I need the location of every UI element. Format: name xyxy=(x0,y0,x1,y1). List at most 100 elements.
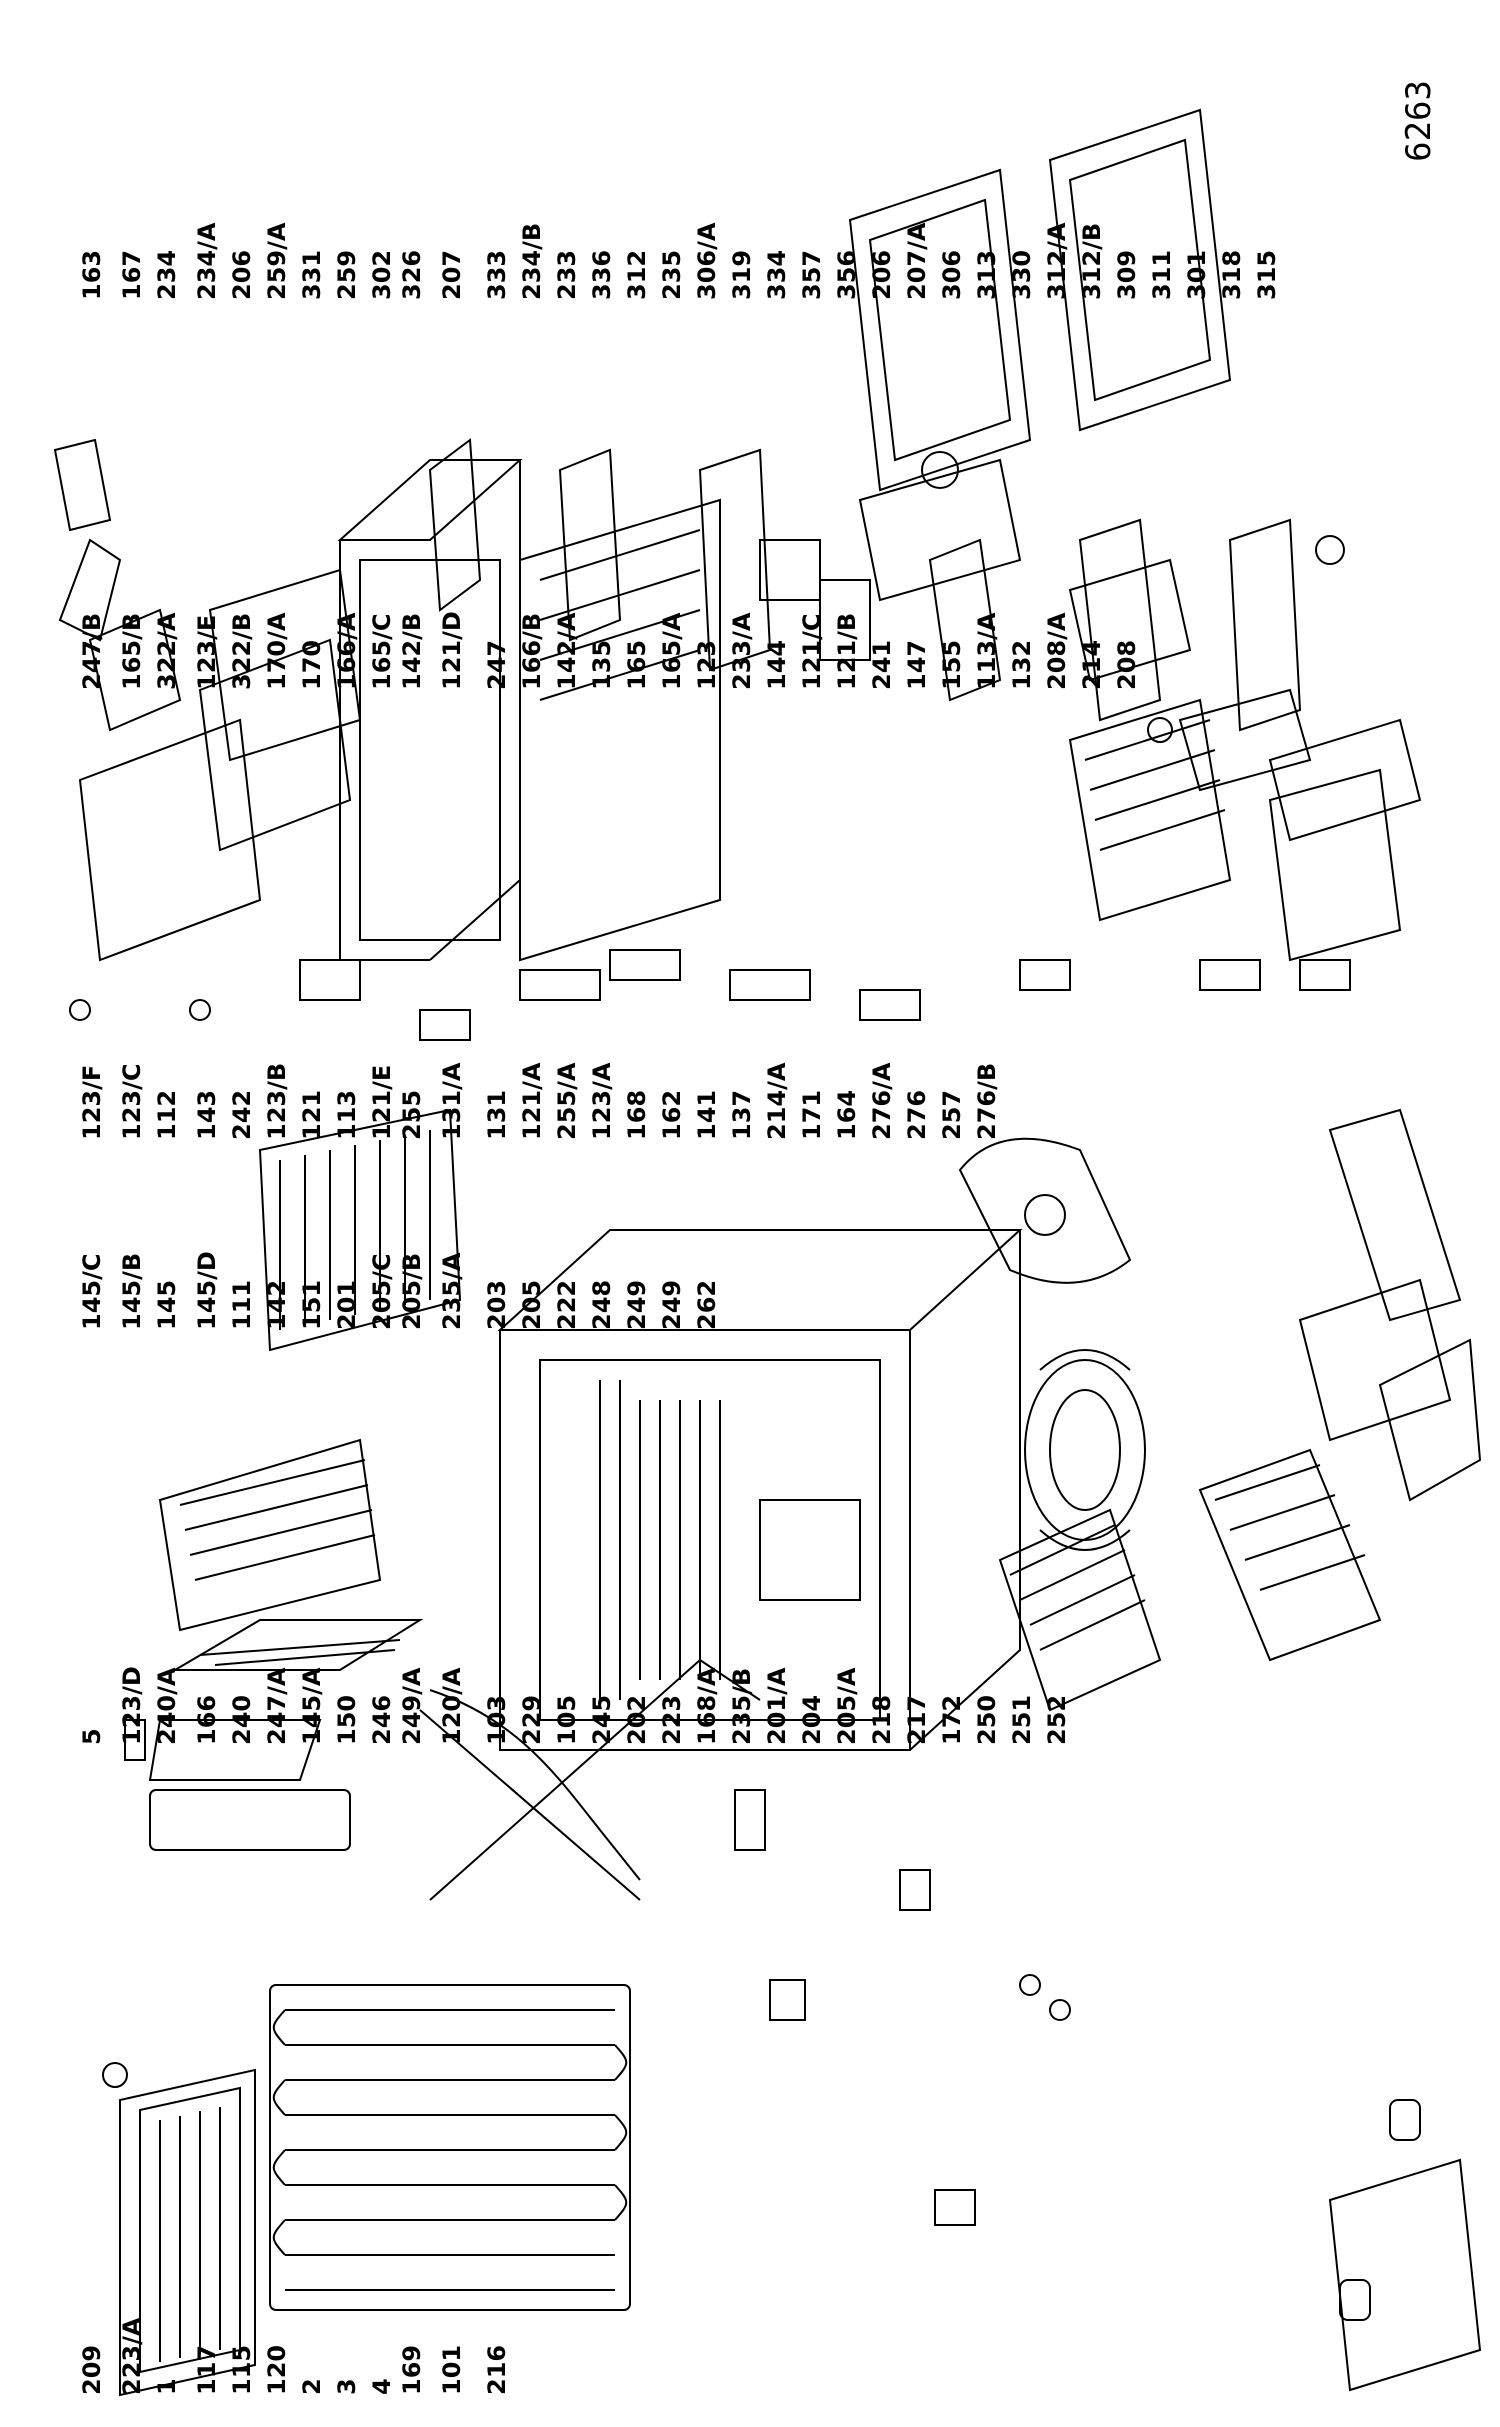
part-label: 322/A xyxy=(153,612,181,690)
part-label: 120 xyxy=(263,2345,291,2395)
door-shelves-right xyxy=(53,438,1302,732)
part-label: 247/A xyxy=(263,1667,291,1745)
crisper-trays xyxy=(1068,698,1402,962)
part-label: 205/A xyxy=(833,1667,861,1745)
part-label: 5 xyxy=(78,1728,106,1745)
part-label: 302 xyxy=(368,250,396,300)
part-label: 301 xyxy=(1183,250,1211,300)
part-label: 1 xyxy=(153,2378,181,2395)
part-label: 165/A xyxy=(658,612,686,690)
part-label: 333 xyxy=(483,250,511,300)
part-label: 252 xyxy=(1043,1695,1071,1745)
part-label: 137 xyxy=(728,1090,756,1140)
part-label: 168/A xyxy=(693,1667,721,1745)
part-label: 105 xyxy=(553,1695,581,1745)
top-shelves xyxy=(124,1619,424,1851)
part-label: 121/B xyxy=(833,613,861,690)
part-label: 165/C xyxy=(368,614,396,690)
part-label: 208 xyxy=(1113,640,1141,690)
part-label: 141 xyxy=(693,1090,721,1140)
part-label: 145/A xyxy=(298,1667,326,1745)
part-label: 234/B xyxy=(518,223,546,300)
part-label: 162 xyxy=(658,1090,686,1140)
left-assembly-drawing xyxy=(102,1108,1482,2397)
part-label: 276/A xyxy=(868,1062,896,1140)
part-label: 121 xyxy=(298,1090,326,1140)
part-label: 120/A xyxy=(438,1667,466,1745)
part-label: 312 xyxy=(623,250,651,300)
part-label: 233 xyxy=(553,250,581,300)
part-label: 276 xyxy=(903,1090,931,1140)
part-label: 205 xyxy=(518,1280,546,1330)
part-label: 205/B xyxy=(398,1253,426,1330)
part-label: 132 xyxy=(1008,640,1036,690)
part-label: 121/D xyxy=(438,611,466,690)
part-label: 172 xyxy=(938,1695,966,1745)
part-label: 121/E xyxy=(368,1065,396,1140)
part-label: 170 xyxy=(298,640,326,690)
part-label: 229 xyxy=(518,1695,546,1745)
part-label: 309 xyxy=(1113,250,1141,300)
part-label: 326 xyxy=(398,250,426,300)
part-label: 312/B xyxy=(1078,223,1106,300)
part-label: 206 xyxy=(228,250,256,300)
door-frames xyxy=(848,108,1232,492)
part-label: 131/A xyxy=(438,1062,466,1140)
freezer-compartment xyxy=(337,459,721,962)
part-label: 203 xyxy=(483,1280,511,1330)
part-label: 113/A xyxy=(973,612,1001,690)
part-label: 306 xyxy=(938,250,966,300)
part-label: 248 xyxy=(588,1280,616,1330)
part-label: 214/A xyxy=(763,1062,791,1140)
part-label: 166 xyxy=(193,1695,221,1745)
back-panel xyxy=(102,2062,256,2397)
part-label: 208/A xyxy=(1043,612,1071,690)
part-label: 123/B xyxy=(263,1063,291,1140)
part-label: 101 xyxy=(438,2345,466,2395)
part-label: 201 xyxy=(333,1280,361,1330)
part-label: 135 xyxy=(588,640,616,690)
part-label: 142/B xyxy=(398,613,426,690)
part-label: 123/E xyxy=(193,615,221,690)
part-label: 2 xyxy=(298,2378,326,2395)
part-label: 145/D xyxy=(193,1251,221,1330)
part-label: 241 xyxy=(868,640,896,690)
part-label: 216 xyxy=(483,2345,511,2395)
part-label: 259/A xyxy=(263,222,291,300)
part-label: 257 xyxy=(938,1090,966,1140)
part-label: 312/A xyxy=(1043,222,1071,300)
part-label: 306/A xyxy=(693,222,721,300)
part-label: 336 xyxy=(588,250,616,300)
part-label: 155 xyxy=(938,640,966,690)
part-label: 3 xyxy=(333,2378,361,2395)
part-label: 204 xyxy=(798,1695,826,1745)
part-label: 144 xyxy=(763,640,791,690)
part-label: 131 xyxy=(483,1090,511,1140)
part-label: 318 xyxy=(1218,250,1246,300)
cabinet-body xyxy=(497,1229,1023,1751)
part-label: 331 xyxy=(298,250,326,300)
part-label: 113 xyxy=(333,1090,361,1140)
part-label: 123/A xyxy=(588,1062,616,1140)
part-label: 249 xyxy=(658,1280,686,1330)
left-small-parts xyxy=(734,1338,1482,2392)
part-label: 247 xyxy=(483,640,511,690)
part-label: 165/B xyxy=(118,613,146,690)
right-small-parts xyxy=(69,949,1351,1041)
part-label: 214 xyxy=(1078,640,1106,690)
part-label: 246 xyxy=(368,1695,396,1745)
part-label: 166/A xyxy=(333,612,361,690)
part-label: 165 xyxy=(623,640,651,690)
control-parts xyxy=(759,451,1422,842)
part-label: 315 xyxy=(1253,250,1281,300)
part-label: 259 xyxy=(333,250,361,300)
cover-plates xyxy=(78,568,362,962)
part-label: 251 xyxy=(1008,1695,1036,1745)
part-label: 234/A xyxy=(193,222,221,300)
part-label: 163 xyxy=(78,250,106,300)
compressor xyxy=(958,1137,1146,1551)
part-label: 145 xyxy=(153,1280,181,1330)
part-label: 142 xyxy=(263,1280,291,1330)
